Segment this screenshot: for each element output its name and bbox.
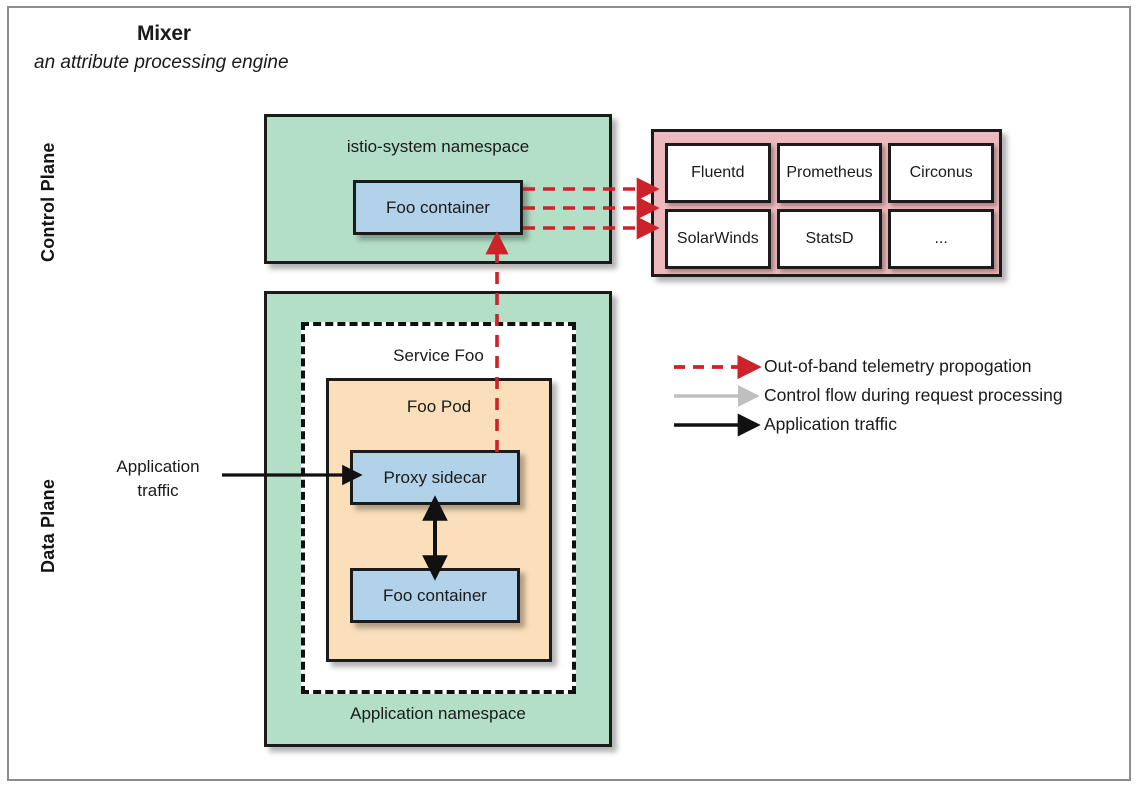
ingress-application-traffic-label: Application traffic [98,455,218,503]
istio-system-namespace-label: istio-system namespace [346,137,530,156]
telemetry-backends-box: Fluentd Prometheus Circonus SolarWinds S… [651,129,1002,277]
app-foo-container-label: Foo container [383,586,487,605]
mixer-foo-container-label: Foo container [386,198,490,217]
figure-subtitle: an attribute processing engine [34,52,289,73]
application-namespace-label: Application namespace [350,704,526,723]
backend-item: SolarWinds [665,209,771,269]
backend-item: Fluentd [665,143,771,203]
dashed-red-arrow-icon [672,354,764,380]
backend-item: StatsD [776,209,883,269]
proxy-sidecar-box: Proxy sidecar [350,450,520,505]
solid-black-arrow-icon [672,412,764,438]
foo-pod-label: Foo Pod [406,397,472,416]
proxy-sidecar-label: Proxy sidecar [383,468,487,487]
ingress-label-line-2: traffic [137,481,179,500]
backend-item: ... [888,209,994,269]
data-plane-label: Data Plane [38,478,58,573]
backend-item: Prometheus [776,143,883,203]
legend: Out-of-band telemetry propogation Contro… [672,352,1102,439]
solid-gray-arrow-icon [672,383,764,409]
telemetry-backends-grid: Fluentd Prometheus Circonus SolarWinds S… [665,143,994,269]
figure-title: Mixer [137,22,191,45]
legend-label-application-traffic: Application traffic [764,414,897,434]
legend-label-telemetry: Out-of-band telemetry propogation [764,356,1032,376]
legend-row-telemetry: Out-of-band telemetry propogation [672,352,1102,381]
legend-label-control-flow: Control flow during request processing [764,385,1063,405]
mixer-foo-container-box: Foo container [353,180,523,235]
backend-item: Circonus [888,143,994,203]
legend-row-application-traffic: Application traffic [672,410,1102,439]
legend-row-control-flow: Control flow during request processing [672,381,1102,410]
ingress-label-line-1: Application [116,457,200,476]
app-foo-container-box: Foo container [350,568,520,623]
service-foo-label: Service Foo [393,346,484,365]
control-plane-label: Control Plane [38,142,58,262]
